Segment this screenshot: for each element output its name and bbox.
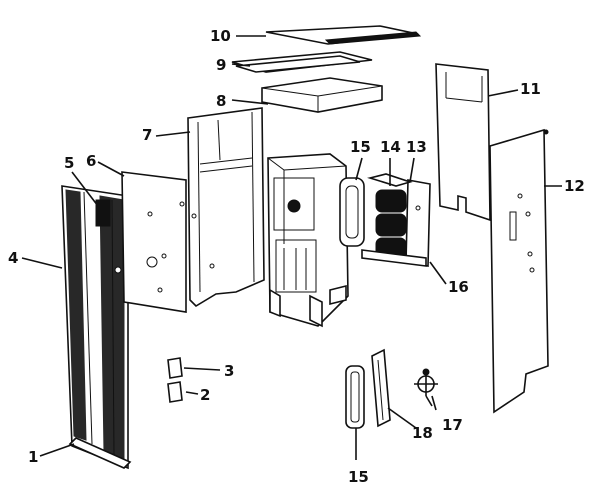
part-10-top-plate (265, 25, 422, 45)
callout-15-lower: 15 (348, 468, 369, 486)
callout-18: 18 (412, 424, 433, 442)
callout-4: 4 (8, 249, 18, 267)
part-1-front-grille (61, 185, 132, 470)
callout-2: 2 (200, 386, 210, 404)
part-11-rear-panel (435, 63, 491, 222)
callout-9: 9 (216, 56, 226, 74)
part-16-gasket-strip (361, 249, 427, 267)
callout-3: 3 (224, 362, 234, 380)
callout-10: 10 (210, 27, 231, 45)
part-13-burner-frame (405, 179, 431, 267)
leader-lines (21, 35, 562, 460)
part-3-clip (167, 357, 183, 379)
part-12-side-panel (489, 128, 549, 414)
part-7-casing-frame (187, 107, 265, 308)
callout-16: 16 (448, 278, 469, 296)
callout-17: 17 (442, 416, 463, 434)
callout-15-upper: 15 (350, 138, 371, 156)
part-14-burner-tubes (367, 173, 413, 261)
part-18-filter (371, 348, 391, 428)
part-2-clip (167, 381, 183, 403)
part-9-hood (261, 77, 383, 113)
callout-12: 12 (564, 177, 585, 195)
callout-7: 7 (142, 126, 152, 144)
callout-5: 5 (64, 154, 74, 172)
callout-8: 8 (216, 92, 226, 110)
part-5-grille-insert (95, 199, 111, 227)
callout-6: 6 (86, 152, 96, 170)
part-8-heat-exchanger (267, 153, 349, 328)
callout-13: 13 (406, 138, 427, 156)
part-15-gasket-lower (345, 365, 365, 429)
callout-1: 1 (28, 448, 38, 466)
part-9-baffle (231, 51, 373, 73)
callout-11: 11 (520, 80, 541, 98)
part-17-valve (414, 368, 438, 407)
callout-labels: 1 2 3 4 5 6 7 8 9 10 11 12 13 14 15 15 1… (8, 27, 585, 486)
part-15-gasket-upper (339, 177, 365, 247)
part-6-inner-panel (121, 171, 187, 313)
callout-14: 14 (380, 138, 401, 156)
